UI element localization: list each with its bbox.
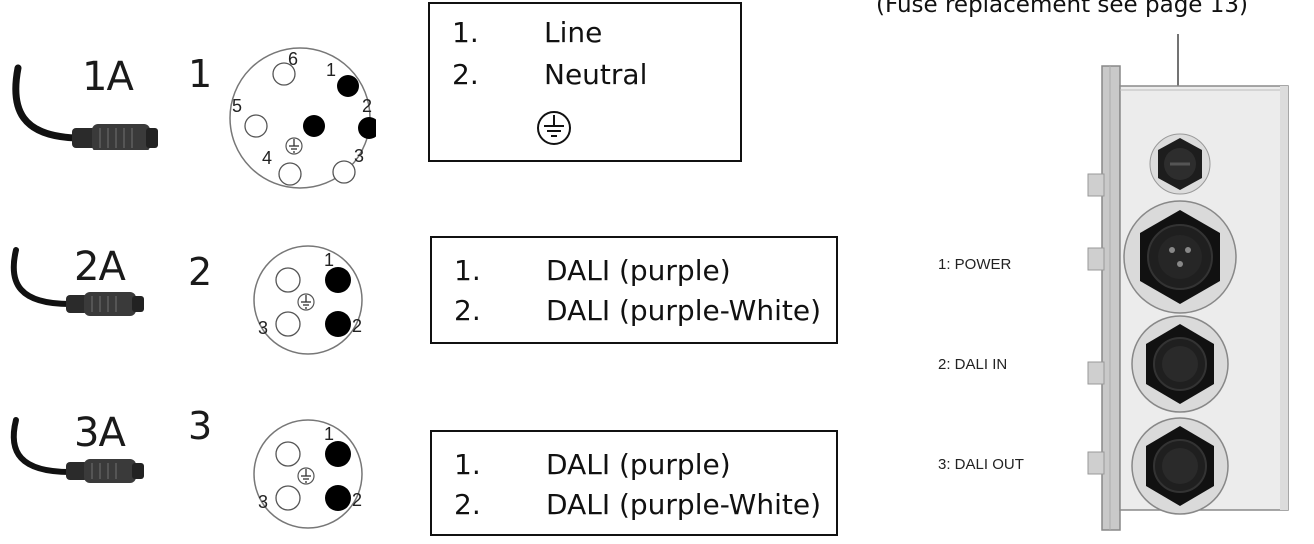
legend-1-row-2-text: Neutral (544, 58, 648, 91)
legend-1-row-2-num: 2. (452, 58, 479, 91)
legend-1-row-1-text: Line (544, 16, 603, 49)
connector-number-3: 3 (188, 404, 213, 448)
legend-2-row-1-text: DALI (purple) (546, 254, 731, 287)
cable-label-1a: 1A (82, 54, 134, 100)
earth-ground-icon (537, 111, 571, 145)
dali-out-connector-icon (1131, 417, 1229, 515)
pin-6-empty (272, 62, 296, 86)
legend-1-row-1-num: 1. (452, 16, 479, 49)
pin-label-4: 4 (262, 148, 272, 168)
pin-label-6: 6 (288, 49, 298, 69)
cable-label-2a: 2A (74, 244, 126, 290)
fuse-holder-icon (1149, 133, 1211, 195)
pin-label-3: 3 (258, 318, 268, 338)
legend-2-row-2-num: 2. (454, 294, 481, 327)
legend-3-row-2-num: 2. (454, 488, 481, 521)
power-connector-icon (1123, 200, 1237, 314)
cable-1a-illustration (12, 64, 158, 150)
pin-empty-upper (275, 441, 301, 467)
pin-label-1: 1 (324, 424, 334, 444)
pin-3-empty (332, 160, 356, 184)
dali-in-connector-icon (1131, 315, 1229, 413)
pin-label-2: 2 (352, 316, 362, 336)
port-label-power: 1: POWER (938, 256, 1012, 273)
connector-1-pinout: 6 1 5 2 4 3 (229, 47, 376, 189)
pin-1-filled (325, 441, 351, 467)
cable-label-3a: 3A (74, 410, 126, 456)
pin-center-filled (303, 115, 325, 137)
device-side-view (1087, 34, 1289, 531)
pin-1-filled (325, 267, 351, 293)
cable-1a-plug-icon (72, 124, 158, 150)
pin-label-1: 1 (326, 60, 336, 80)
pin-4-empty (278, 162, 302, 186)
connector-number-1: 1 (188, 52, 213, 96)
legend-box-1: 1. Line 2. Neutral (428, 2, 742, 162)
legend-box-3: 1. DALI (purple) 2. DALI (purple-White) (430, 430, 838, 536)
pin-label-2: 2 (352, 490, 362, 510)
cable-2a-illustration (10, 247, 144, 316)
pin-label-1: 1 (324, 250, 334, 270)
connector-3-pinout: 1 2 3 (253, 419, 363, 529)
pin-label-3: 3 (258, 492, 268, 512)
legend-2-row-1-num: 1. (454, 254, 481, 287)
pin-5-empty (244, 114, 268, 138)
pin-1-filled (337, 75, 359, 97)
cable-3a-plug-icon (66, 459, 144, 483)
pin-3-empty (275, 311, 301, 337)
port-label-dali-in: 2: DALI IN (938, 356, 1008, 373)
pin-2-filled (325, 485, 351, 511)
cable-3a-illustration (10, 417, 144, 483)
connector-number-2: 2 (188, 250, 213, 294)
pin-3-empty (275, 485, 301, 511)
ground-pin-icon (297, 467, 315, 485)
ground-pin-icon (297, 293, 315, 311)
connector-2-pinout: 1 2 3 (253, 245, 363, 355)
pin-label-3: 3 (354, 146, 364, 166)
legend-box-2: 1. DALI (purple) 2. DALI (purple-White) (430, 236, 838, 344)
cable-2a-plug-icon (66, 292, 144, 316)
legend-2-row-2-text: DALI (purple-White) (546, 294, 822, 327)
pin-label-5: 5 (232, 96, 242, 116)
fuse-replacement-note: (Fuse replacement see page 13) (876, 0, 1248, 18)
port-label-dali-out: 3: DALI OUT (938, 456, 1024, 473)
pin-label-2: 2 (362, 96, 372, 116)
legend-3-row-1-num: 1. (454, 448, 481, 481)
pin-2-filled (325, 311, 351, 337)
legend-3-row-2-text: DALI (purple-White) (546, 488, 822, 521)
legend-3-row-1-text: DALI (purple) (546, 448, 731, 481)
pin-2-filled (358, 117, 376, 139)
pin-empty-upper (275, 267, 301, 293)
ground-pin-icon (285, 137, 303, 155)
